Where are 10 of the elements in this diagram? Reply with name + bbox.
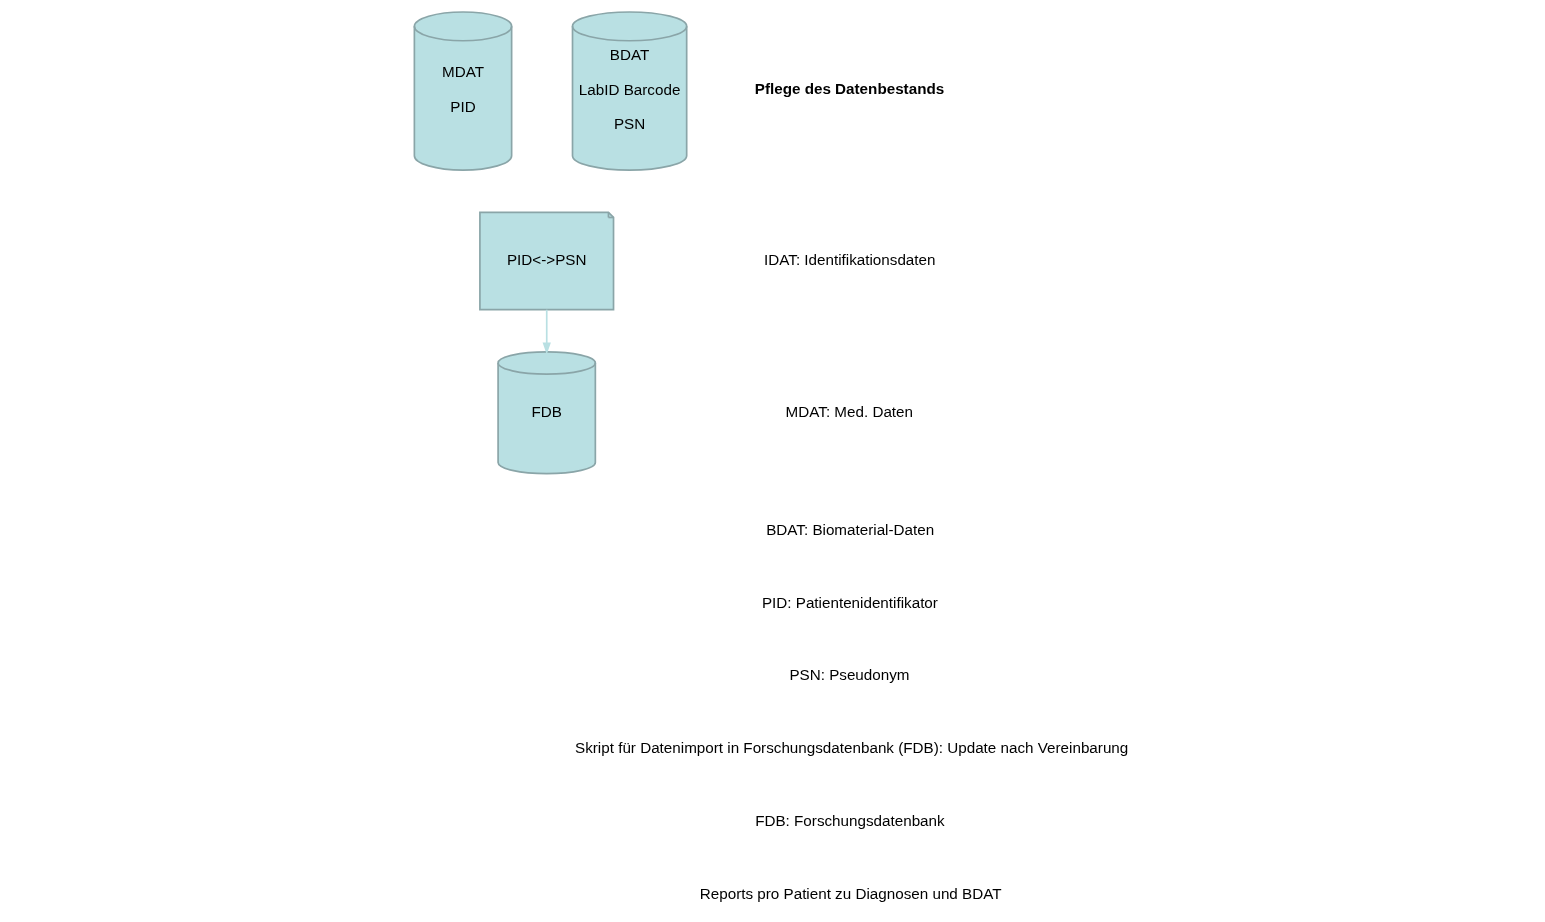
label: Pflege des Datenbestands [754,79,945,97]
label: MDAT: Med. Daten [785,402,914,420]
label: BDAT: Biomaterial-Daten [766,520,935,538]
label: Skript für Datenimport in Forschungsdatenbank (FDB): Update nach Vereinbarung [575,739,1129,757]
label: IDAT: Identifikationsdaten [764,250,936,268]
label: PSN: Pseudonym [789,666,910,684]
label: Reports pro Patient zu Diagnosen und BDAT [699,884,1002,902]
label: PID: Patientenidentifikator [761,593,938,611]
arrow [542,308,551,355]
label: FDB: Forschungsdatenbank [755,811,945,829]
